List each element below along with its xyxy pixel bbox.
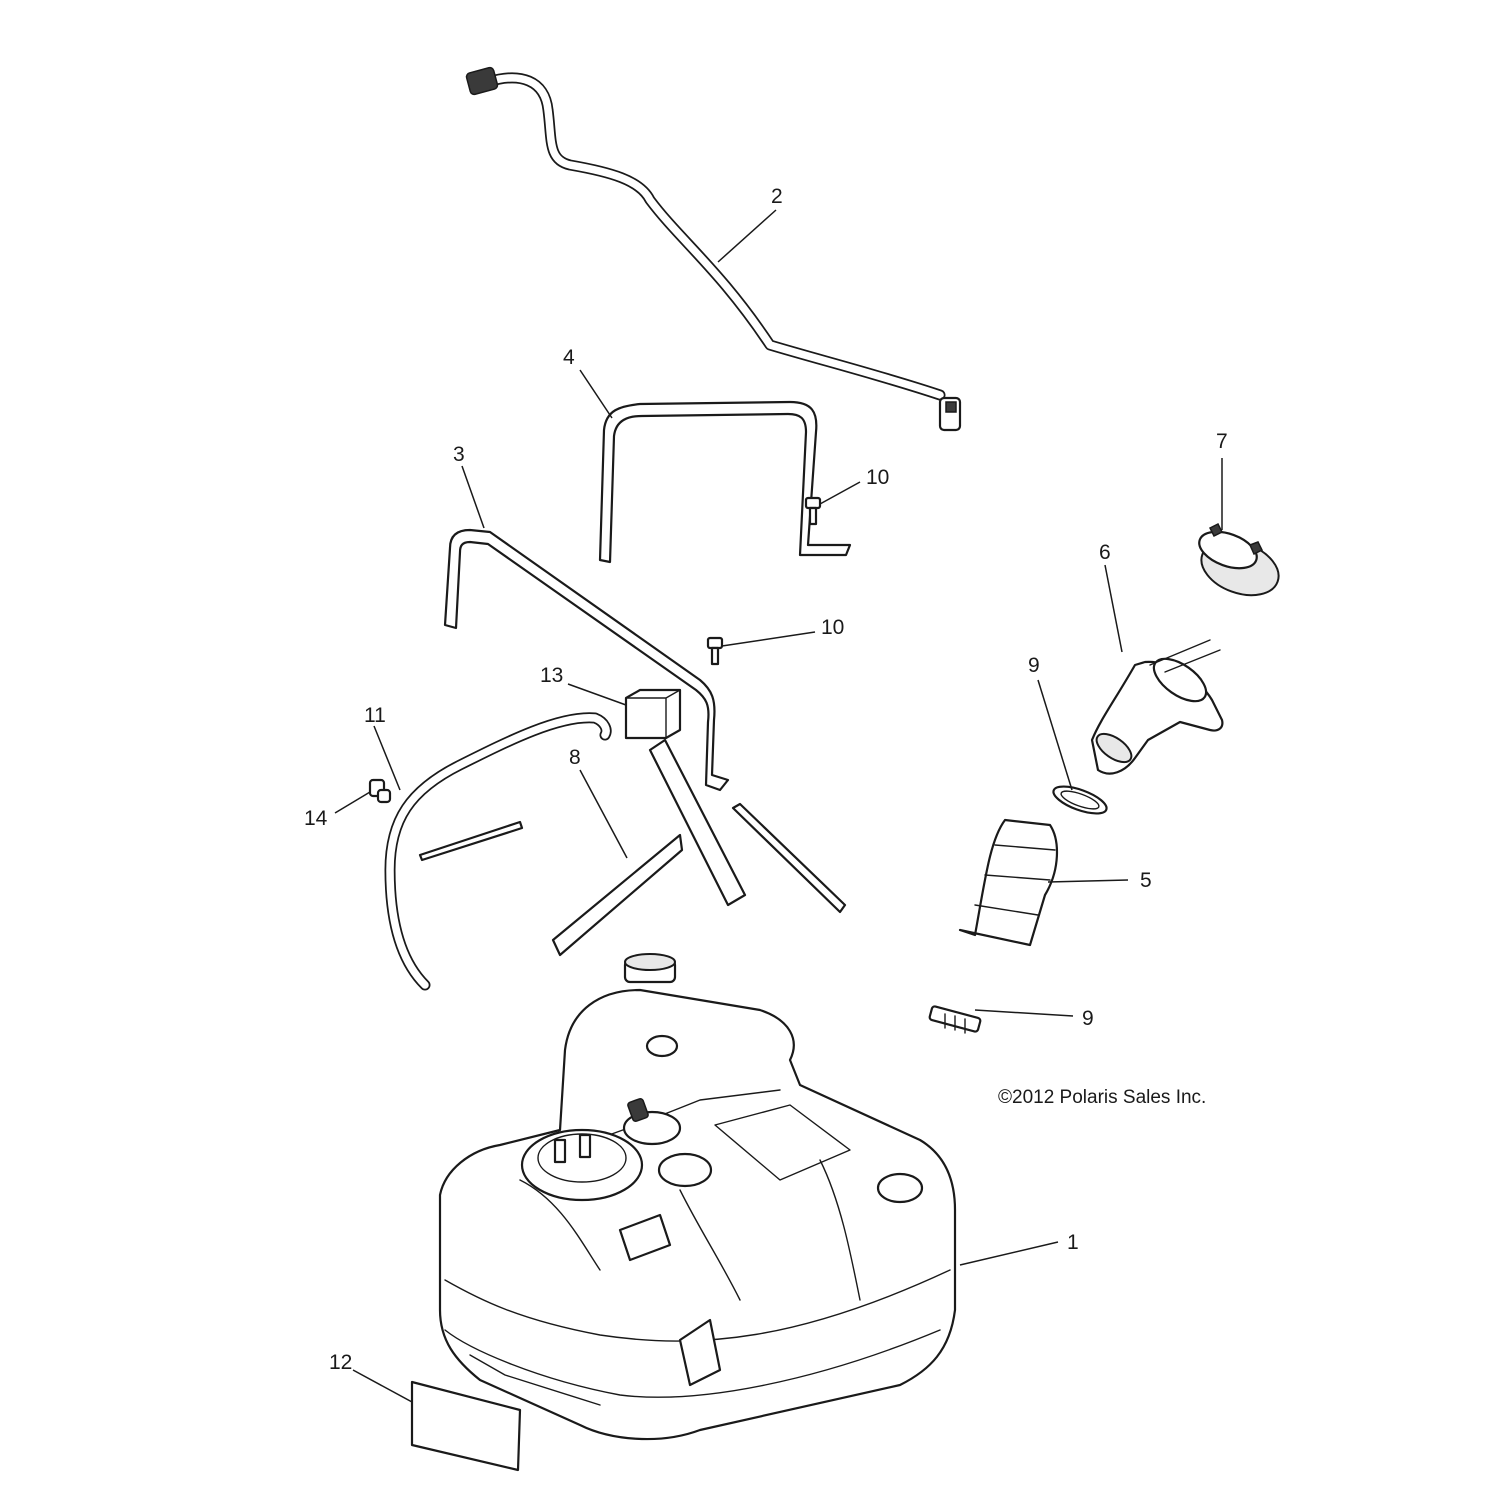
callout-4: 4 (563, 346, 575, 369)
callout-7: 7 (1216, 430, 1228, 453)
part-13-foam-block (624, 688, 682, 740)
part-6-filler-neck (1090, 639, 1224, 775)
callout-10-lower: 10 (821, 616, 844, 639)
part-1-fuel-tank (438, 953, 957, 1441)
callout-labels: 1 2 3 4 5 6 7 8 9 9 10 10 11 12 13 14 (304, 185, 1228, 1374)
part-12-label (410, 1380, 522, 1472)
part-14-clip (368, 778, 392, 804)
callout-13: 13 (540, 664, 563, 687)
part-9-clamp-upper (1052, 785, 1108, 815)
part-7-fuel-cap (1198, 522, 1280, 597)
part-9-clamp-lower (928, 1005, 982, 1034)
part-10-bolt-lower (706, 636, 724, 666)
callout-10-upper: 10 (866, 466, 889, 489)
part-11-hose (384, 712, 612, 991)
part-10-bolt-upper (804, 496, 822, 526)
part-5-filler-hose (958, 818, 1059, 947)
callout-9-upper: 9 (1028, 654, 1040, 677)
callout-6: 6 (1099, 541, 1111, 564)
part-3-strap (443, 528, 730, 792)
copyright-notice: ©2012 Polaris Sales Inc. (998, 1087, 1206, 1108)
callout-9-lower: 9 (1082, 1007, 1094, 1030)
callout-5: 5 (1140, 869, 1152, 892)
callout-11: 11 (364, 704, 386, 727)
callout-2: 2 (771, 185, 783, 208)
part-2-vent-hose (465, 66, 962, 432)
part-8-foam-strips (418, 738, 847, 957)
callout-12: 12 (329, 1351, 352, 1374)
callout-1: 1 (1067, 1231, 1079, 1254)
callout-14: 14 (304, 807, 328, 830)
part-4-strap (598, 400, 852, 564)
callout-3: 3 (453, 443, 465, 466)
callout-8: 8 (569, 746, 581, 769)
leader-lines (334, 209, 1223, 1403)
